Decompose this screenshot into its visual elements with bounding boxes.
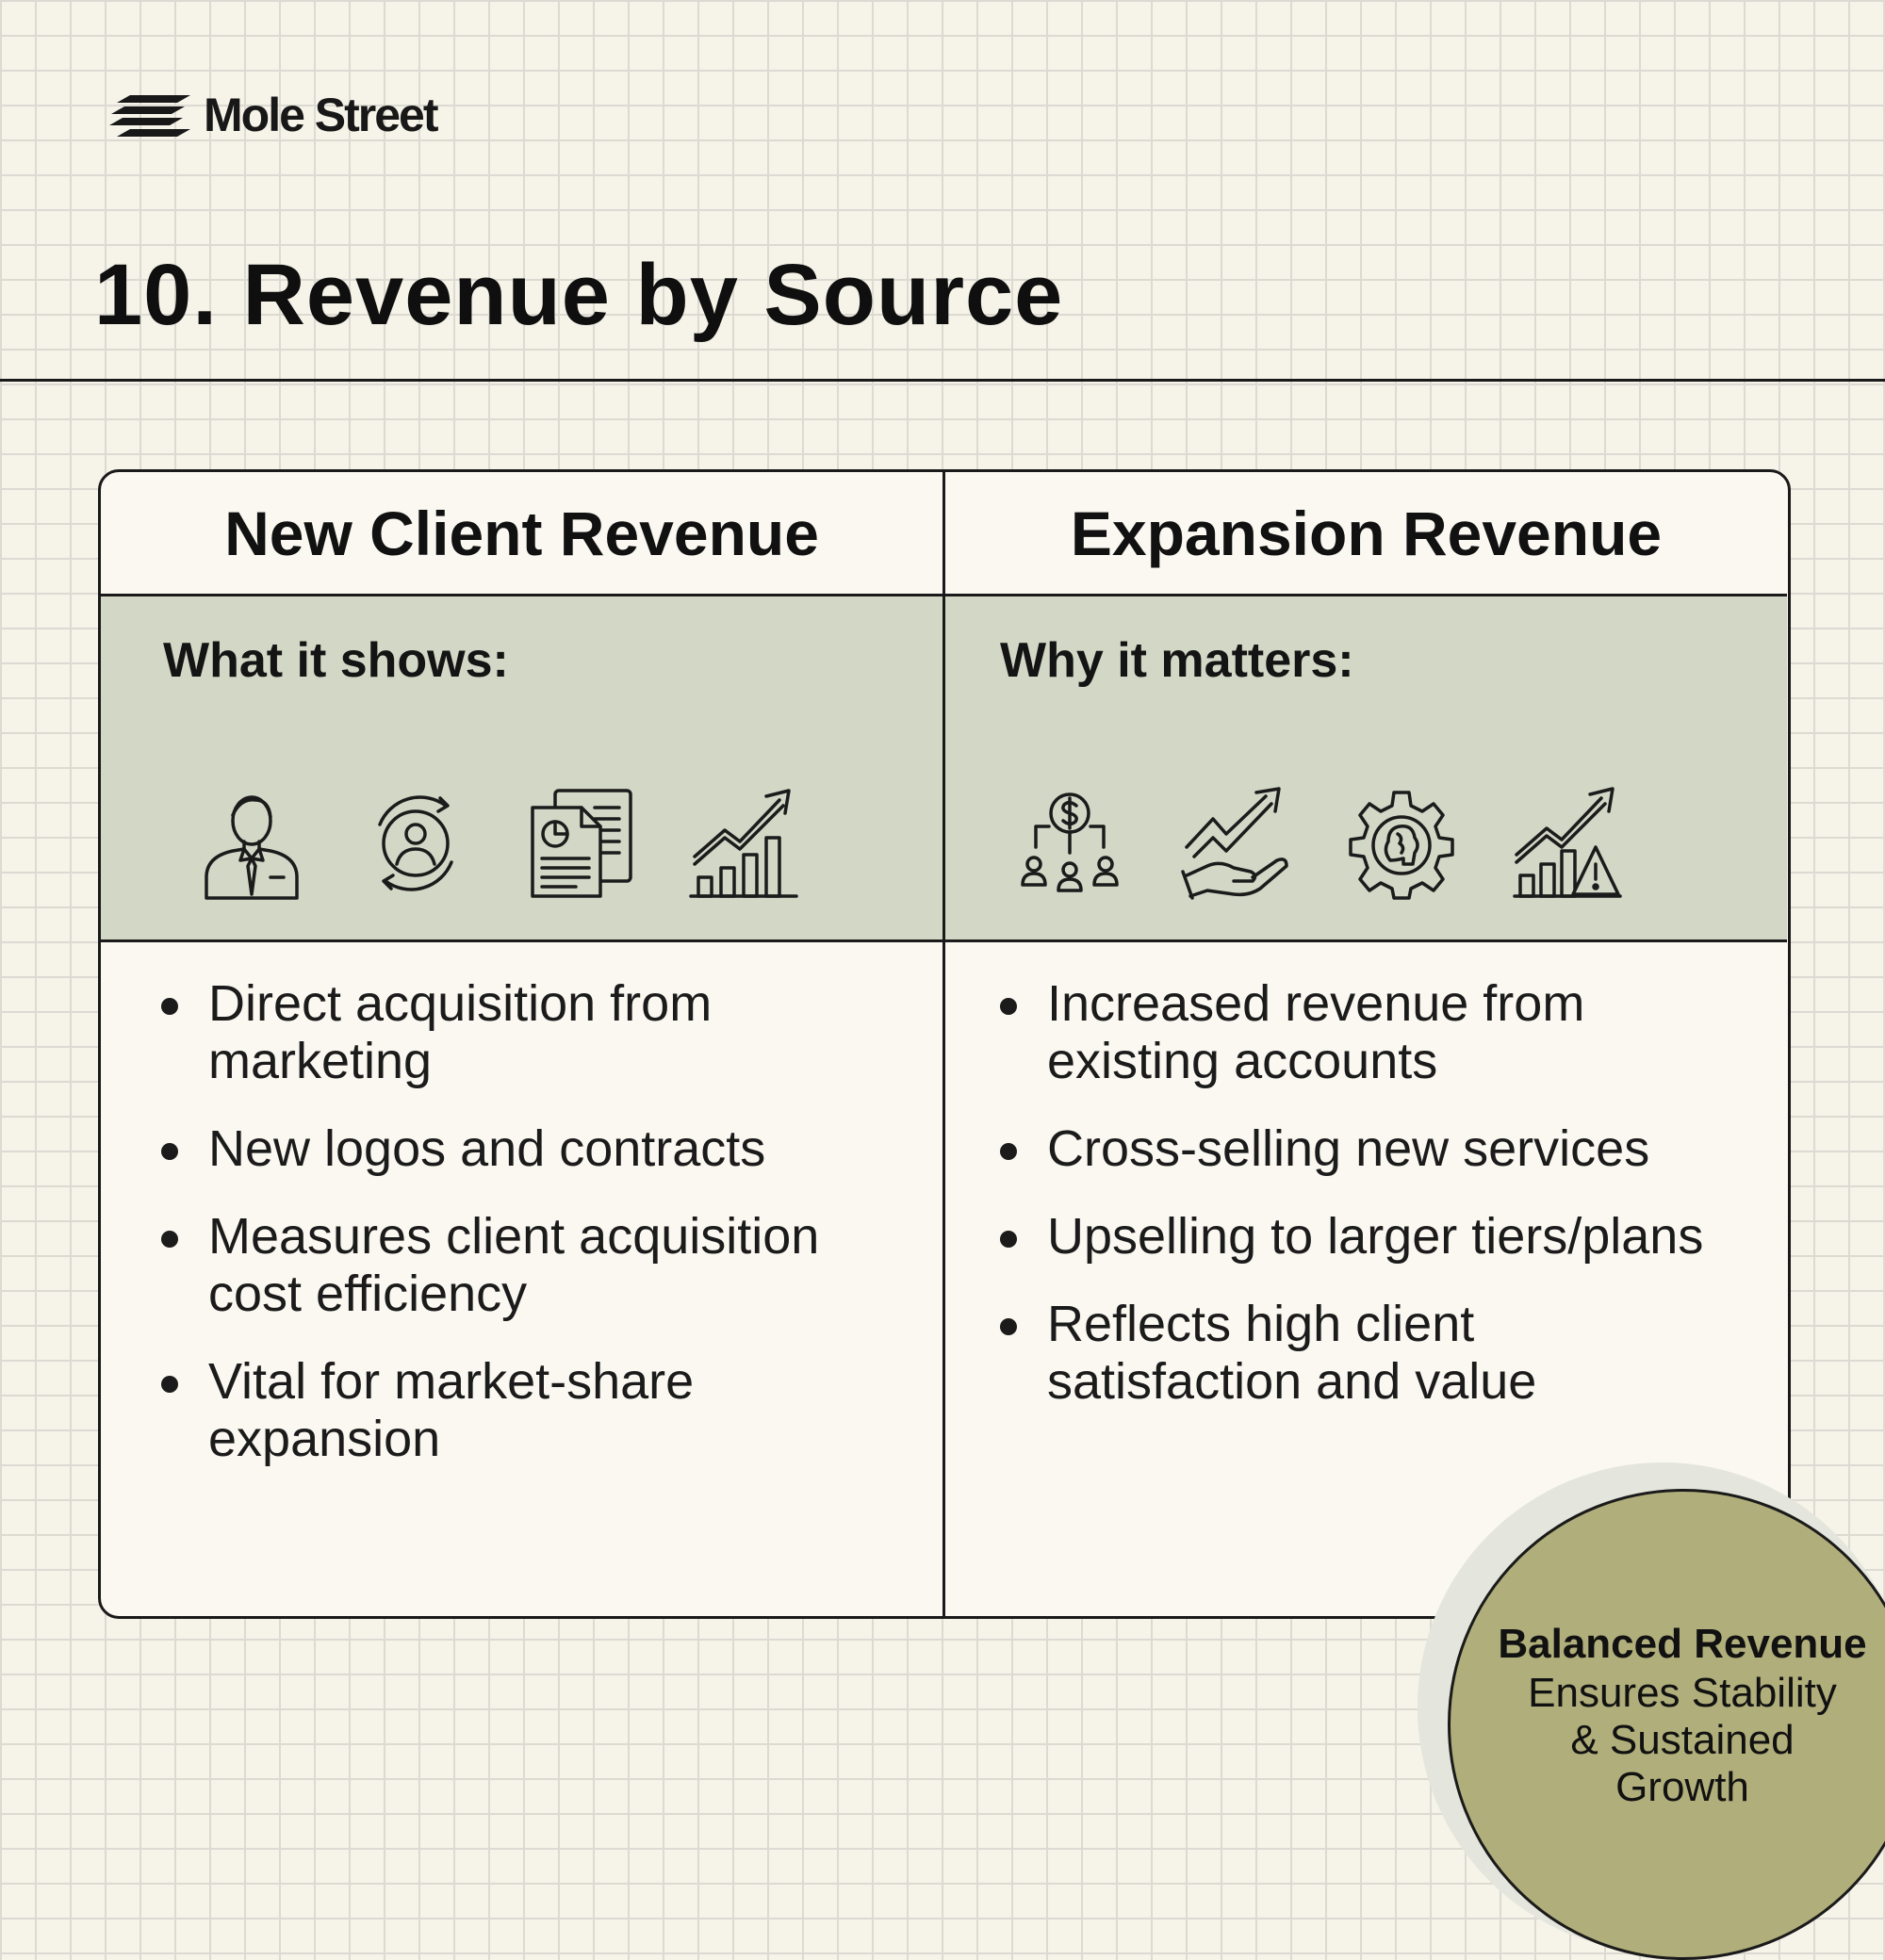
- icon-band: What it shows:: [101, 594, 942, 942]
- chart-warning-icon: [1511, 785, 1624, 902]
- column-divider: [942, 472, 945, 1616]
- column-heading: New Client Revenue: [224, 498, 819, 568]
- page-title: 10. Revenue by Source: [94, 247, 1064, 343]
- bullet-list: Increased revenue from existing accounts…: [1000, 975, 1735, 1441]
- list-item: Upselling to larger tiers/plans: [1000, 1208, 1735, 1266]
- hand-growth-arrow-icon: [1179, 785, 1292, 902]
- band-label: What it shows:: [163, 633, 509, 688]
- band-label: Why it matters:: [1000, 633, 1354, 688]
- summary-badge: [1448, 1489, 1885, 1960]
- list-item: Measures client acquisition cost efficie…: [161, 1208, 896, 1323]
- bullet-list: Direct acquisition from marketing New lo…: [161, 975, 896, 1498]
- icon-row: [195, 785, 800, 902]
- diagonal-stripes-logo-icon: [109, 95, 190, 137]
- badge-text: Balanced Revenue Ensures Stability & Sus…: [1461, 1621, 1885, 1811]
- user-cycle-icon: [359, 785, 472, 902]
- icon-row: [1013, 785, 1624, 902]
- list-item: Reflects high client satisfaction and va…: [1000, 1296, 1735, 1411]
- list-item: Direct acquisition from marketing: [161, 975, 896, 1090]
- badge-title: Balanced Revenue: [1498, 1621, 1867, 1667]
- new-client-revenue-column: New Client Revenue What it shows:: [101, 472, 942, 1616]
- growth-bar-chart-icon: [687, 785, 800, 902]
- brand-logo: Mole Street: [109, 87, 439, 143]
- list-item: Increased revenue from existing accounts: [1000, 975, 1735, 1090]
- list-item: New logos and contracts: [161, 1120, 896, 1178]
- gear-brain-icon: [1345, 785, 1458, 902]
- comparison-card: New Client Revenue What it shows:: [98, 469, 1791, 1619]
- list-item: Cross-selling new services: [1000, 1120, 1735, 1178]
- businessman-icon: [195, 785, 308, 902]
- dollar-network-icon: [1013, 785, 1126, 902]
- list-item: Vital for market-share expansion: [161, 1353, 896, 1468]
- brand-name: Mole Street: [204, 89, 439, 141]
- title-divider: [0, 379, 1885, 382]
- expansion-revenue-column: Expansion Revenue Why it matters:: [945, 472, 1787, 1616]
- column-heading: Expansion Revenue: [1070, 498, 1663, 568]
- badge-subtitle: Ensures Stability & Sustained Growth: [1528, 1670, 1837, 1810]
- icon-band: Why it matters:: [945, 594, 1787, 942]
- report-documents-icon: [523, 785, 636, 902]
